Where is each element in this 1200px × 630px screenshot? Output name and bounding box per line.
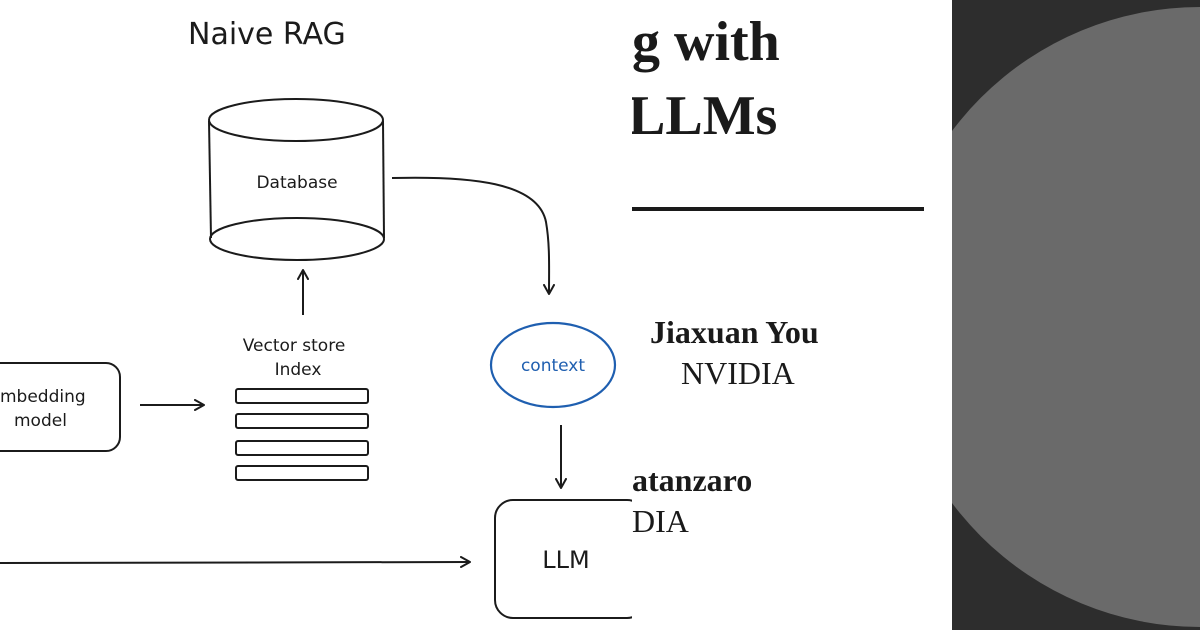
diagram-title: Naive RAG bbox=[188, 17, 346, 52]
vector-store-label: Vector store bbox=[243, 336, 346, 356]
embedding-model-label-2: model bbox=[14, 411, 67, 431]
context-ellipse bbox=[489, 321, 617, 409]
vector-index-row bbox=[235, 413, 369, 429]
llm-box bbox=[494, 499, 632, 619]
title-rule bbox=[632, 207, 924, 211]
embedding-model-label: mbedding bbox=[0, 387, 86, 407]
database-cylinder bbox=[208, 98, 385, 261]
vector-store-index-label: Index bbox=[275, 360, 322, 380]
database-bottom bbox=[209, 217, 385, 261]
database-top bbox=[208, 98, 384, 142]
paper-title-page: g with LLMs Jiaxuan You NVIDIA atanzaro … bbox=[632, 0, 952, 630]
embedding-model-box bbox=[0, 362, 121, 452]
paper-title-line-2: LLMs bbox=[632, 85, 778, 147]
arrow-database-to-context bbox=[391, 176, 556, 295]
arrow-query-to-llm bbox=[0, 556, 471, 569]
author-2-name: atanzaro bbox=[632, 462, 753, 498]
author-1-name: Jiaxuan You bbox=[650, 314, 819, 350]
database-left-side bbox=[208, 120, 212, 239]
database-label: Database bbox=[256, 173, 337, 193]
naive-rag-diagram: Naive RAG Database Vector store Index mb… bbox=[0, 17, 632, 619]
vector-index-row bbox=[235, 465, 369, 481]
vector-index-row bbox=[235, 388, 369, 404]
author-2-affiliation: DIA bbox=[632, 503, 689, 539]
llm-label: LLM bbox=[542, 546, 589, 574]
diagram-canvas: Naive RAG Database Vector store Index mb… bbox=[0, 17, 632, 619]
author-1-affiliation: NVIDIA bbox=[681, 355, 795, 391]
paper-title-line-1: g with bbox=[632, 11, 780, 73]
database-right-side bbox=[382, 120, 385, 239]
decorative-circle bbox=[952, 7, 1200, 627]
vector-index-rows bbox=[235, 388, 369, 481]
vector-index-row bbox=[235, 440, 369, 456]
context-label: context bbox=[521, 356, 585, 376]
dark-background-panel bbox=[952, 0, 1200, 630]
